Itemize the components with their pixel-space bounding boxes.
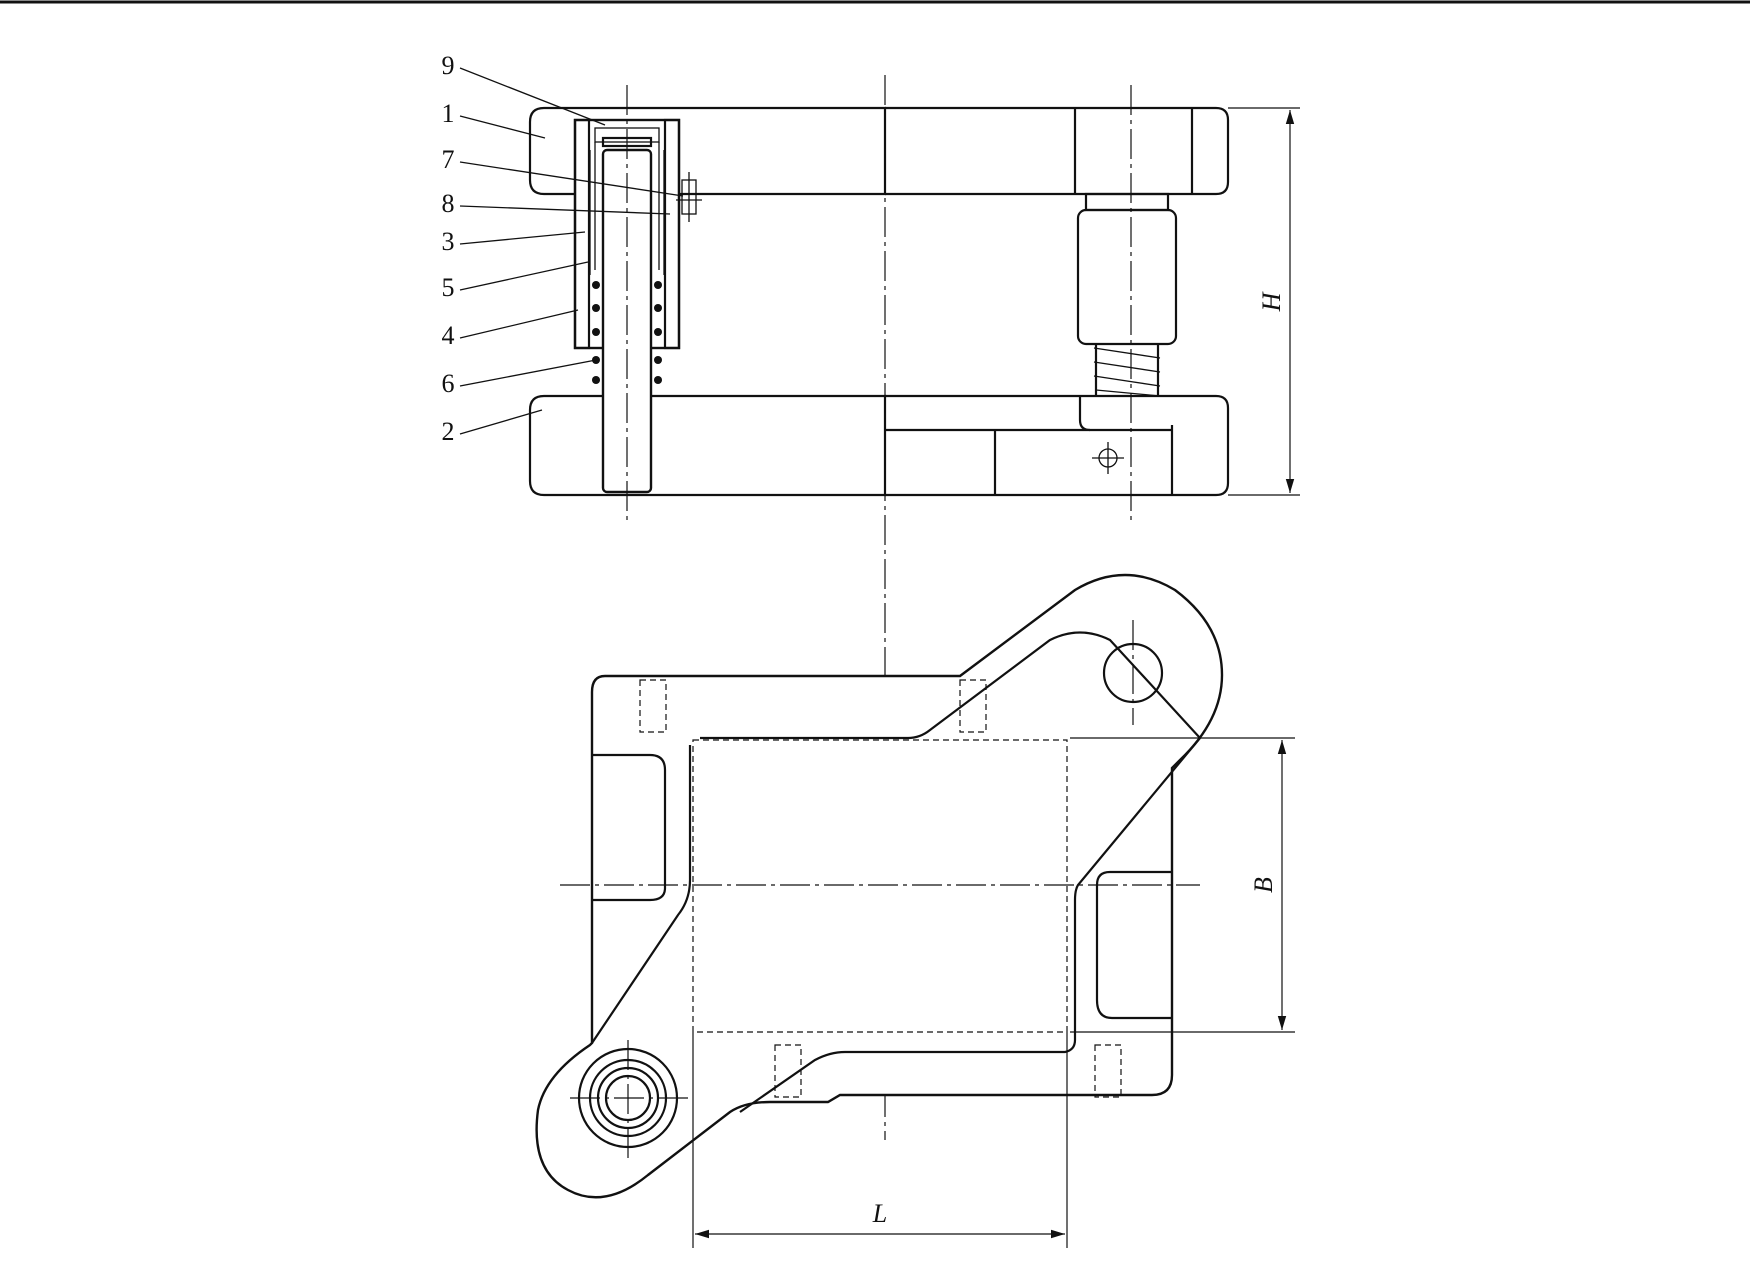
svg-text:6: 6: [442, 369, 455, 398]
dimension-label-h: H: [1257, 291, 1286, 312]
svg-text:3: 3: [442, 227, 455, 256]
svg-text:8: 8: [442, 189, 455, 218]
part-label-5: 5: [442, 261, 589, 302]
plan-outline: [535, 573, 1224, 1199]
ball-cage: [592, 281, 662, 384]
svg-text:9: 9: [442, 51, 455, 80]
svg-text:2: 2: [442, 417, 455, 446]
dimension-label-b: B: [1249, 877, 1278, 893]
lower-die-shoe: [528, 394, 1230, 497]
plan-view: [535, 573, 1224, 1199]
part-label-9: 9: [442, 51, 606, 126]
part-label-1: 1: [442, 99, 546, 139]
spring-post-right: [1076, 85, 1178, 520]
part-label-8: 8: [442, 189, 671, 218]
part-label-7: 7: [442, 145, 684, 197]
part-label-3: 3: [442, 227, 586, 256]
svg-text:7: 7: [442, 145, 455, 174]
working-area: [692, 739, 1068, 1033]
part-label-2: 2: [442, 409, 543, 446]
svg-text:5: 5: [442, 273, 455, 302]
part-label-6: 6: [442, 359, 597, 398]
hidden-screw-holes: [639, 679, 1122, 1098]
svg-text:4: 4: [442, 321, 455, 350]
upper-die-shoe: [528, 106, 1230, 196]
dimension-height: H: [1228, 107, 1300, 496]
dimension-length: L: [692, 1032, 1068, 1248]
part-label-4: 4: [442, 309, 579, 350]
front-section-view: [528, 85, 1230, 520]
svg-text:1: 1: [442, 99, 455, 128]
dimension-label-l: L: [872, 1199, 887, 1228]
dimension-width: B: [1070, 737, 1295, 1033]
part-labels: 9 1 7 8 3 5 4 6: [442, 51, 684, 446]
